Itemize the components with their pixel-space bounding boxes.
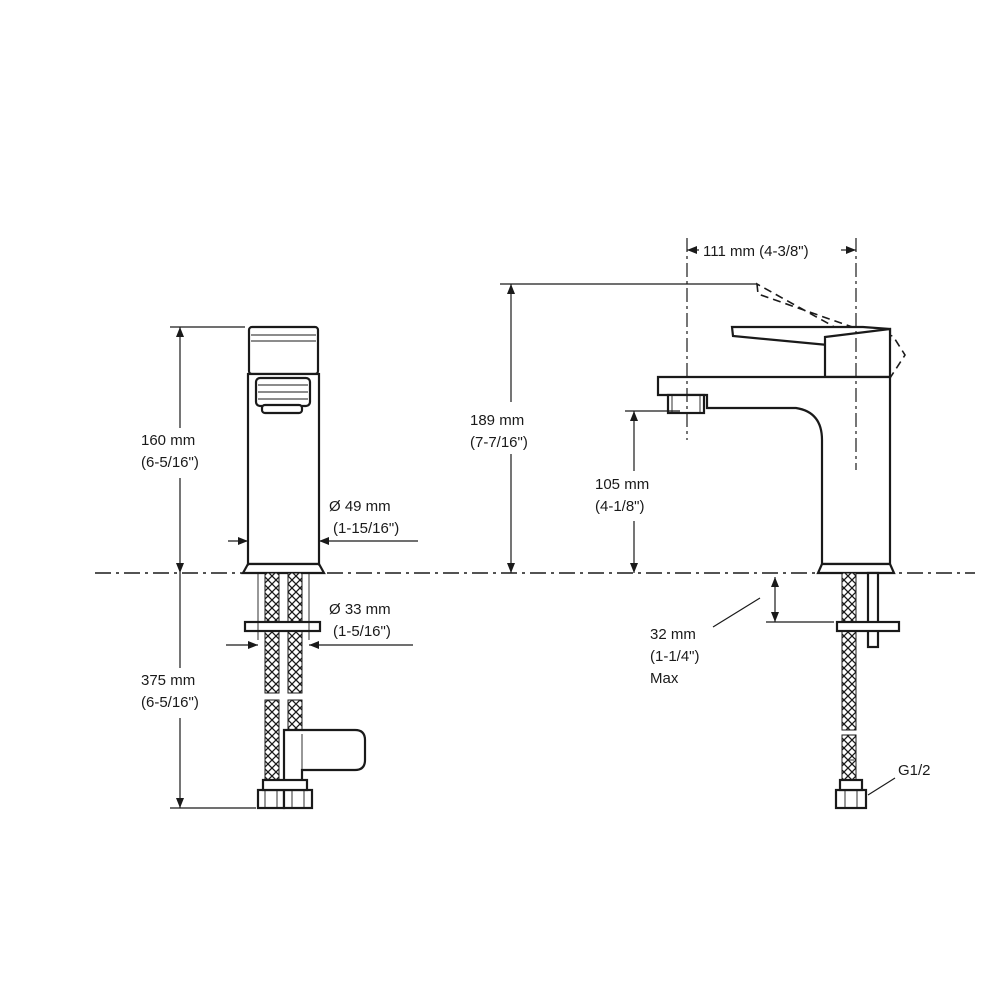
hose-length-inch: (6-5/16") [141,694,199,711]
dim-hole-diameter: Ø 33 mm (1-5/16") [226,601,413,649]
hose-length-mm: 375 mm [141,672,195,689]
dim-hose-length: 375 mm (6-5/16") [132,573,256,809]
front-view [656,238,906,810]
side-view [241,325,367,810]
front-nut [834,788,868,810]
front-hose [841,572,857,731]
body-diameter-mm: Ø 49 mm [329,498,391,515]
side-height-inch: (6-5/16") [141,454,199,471]
connection-text: G1/2 [898,762,931,779]
dim-deck-thickness: 32 mm (1-1/4") Max [650,577,834,687]
reach-text: 111 mm (4-3/8") [703,243,809,260]
spout-height-inch: (4-1/8") [595,498,645,515]
side-hose-left [264,572,280,694]
side-handle [247,325,320,376]
front-mounting-plate [835,620,901,633]
side-hose-right [287,572,303,694]
deck-thickness-mm: 32 mm [650,626,696,643]
side-height-mm: 160 mm [141,432,195,449]
dim-total-height: 189 mm (7-7/16") [465,283,757,573]
dim-body-diameter: Ø 49 mm (1-15/16") [228,498,418,566]
dim-reach: 111 mm (4-3/8") [687,243,856,260]
front-handle-housing [823,327,892,379]
dim-spout-height: 105 mm (4-1/8") [590,410,680,573]
side-mounting-plate [243,620,322,633]
deck-thickness-note: Max [650,670,679,687]
side-aerator [254,376,312,415]
side-nut-left [256,788,286,810]
spout-height-mm: 105 mm [595,476,649,493]
front-aerator [666,393,706,415]
front-base [816,562,896,575]
dim-connection: G1/2 [867,762,931,796]
side-nut-right [282,788,314,810]
total-height-inch: (7-7/16") [470,434,528,451]
hole-diameter-inch: (1-5/16") [333,623,391,640]
total-height-mm: 189 mm [470,412,524,429]
side-base [241,562,326,575]
side-connector [282,728,367,792]
front-mounting-stud [866,571,880,649]
body-diameter-inch: (1-15/16") [333,520,399,537]
hole-diameter-mm: Ø 33 mm [329,601,391,618]
deck-thickness-inch: (1-1/4") [650,648,700,665]
dim-side-height: 160 mm (6-5/16") [132,326,245,573]
